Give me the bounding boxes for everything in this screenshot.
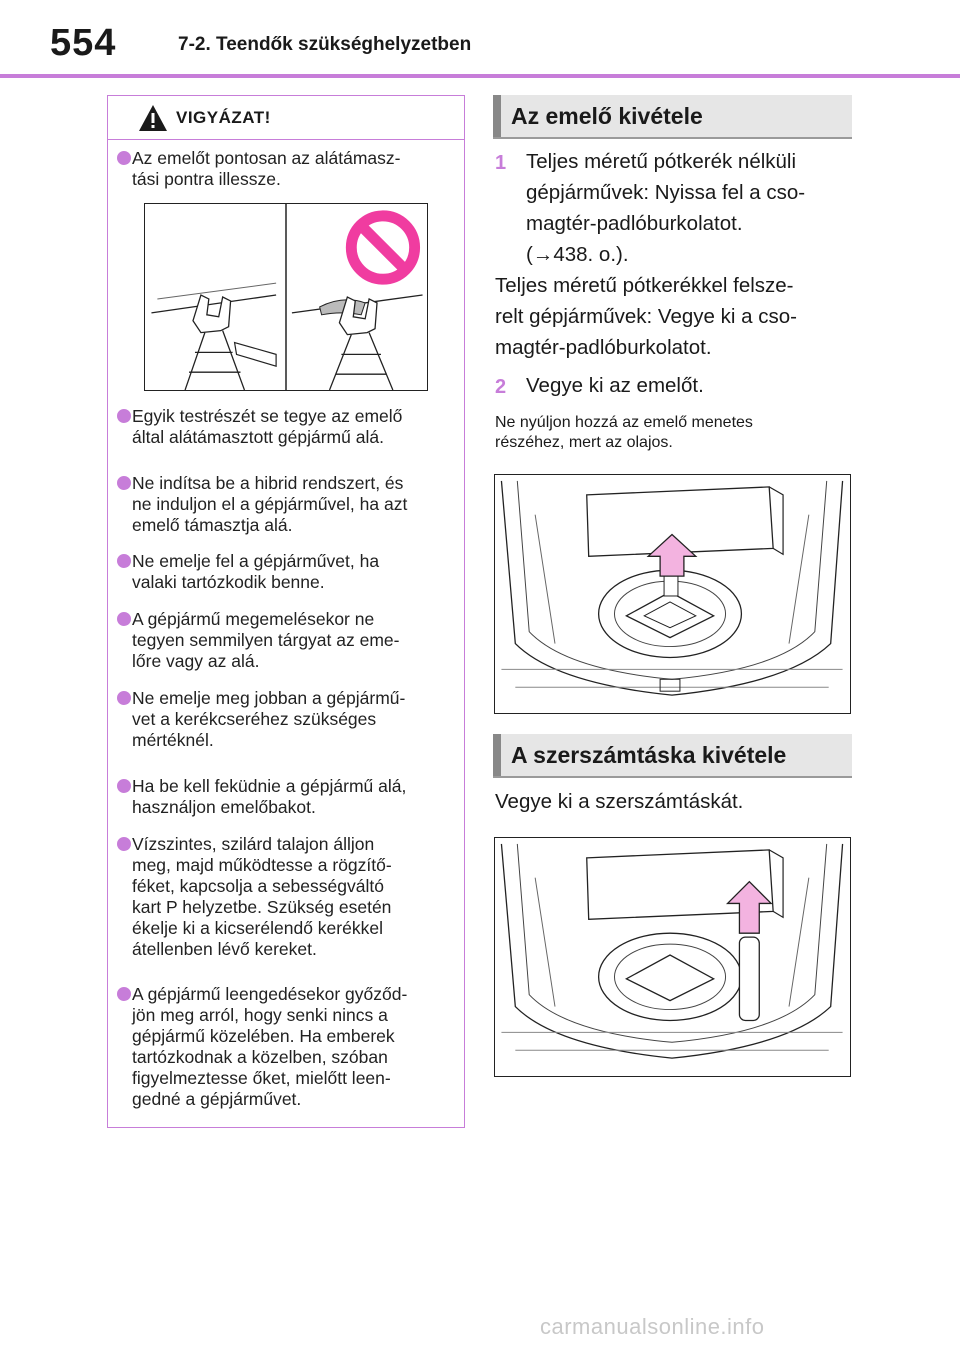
- bullet-dot: [117, 987, 131, 1001]
- caution-bullet-text: Egyik testrészét se tegye az emelő által…: [132, 406, 403, 447]
- caution-box: VIGYÁZAT! Az emelőt pontosan az alátámas…: [107, 95, 465, 1128]
- caution-bullet-text: Ne emelje meg jobban a gépjármű- vet a k…: [132, 688, 406, 750]
- jack-section-heading-text: Az emelő kivétele: [511, 103, 703, 129]
- step-1-text: Teljes méretű pótkerék nélküli gépjárműv…: [526, 150, 806, 266]
- caution-bullet-text: Ne indítsa be a hibrid rendszert, és ne …: [132, 473, 408, 535]
- caution-bullet-text: Ne emelje fel a gépjárművet, ha valaki t…: [132, 551, 380, 592]
- caution-bullet-text: Az emelőt pontosan az alátámasz- tási po…: [132, 148, 401, 189]
- section-title: 7-2. Teendők szükséghelyzetben: [178, 34, 472, 55]
- caution-bullet-text: Ha be kell feküdnie a gépjármű alá, hasz…: [132, 776, 407, 817]
- jack-section-heading: Az emelő kivétele: [493, 95, 852, 139]
- caution-bullet-text: A gépjármű leengedésekor győződ- jön meg…: [132, 984, 408, 1109]
- bullet-dot: [117, 554, 131, 568]
- page-number: 554: [50, 22, 117, 64]
- bullet-dot: [117, 837, 131, 851]
- warning-triangle-icon: [139, 105, 167, 131]
- bullet-dot: [117, 476, 131, 490]
- jack-note: Ne nyúljon hozzá az emelő menetes részéh…: [495, 414, 753, 451]
- jack-placement-illustration: [144, 203, 428, 391]
- heading-bar: [493, 734, 501, 776]
- bullet-dot: [117, 151, 131, 165]
- bullet-dot: [117, 409, 131, 423]
- bullet-dot: [117, 612, 131, 626]
- step-1-number: 1: [495, 152, 507, 174]
- page-header: 554 7-2. Teendők szükséghelyzetben: [0, 0, 960, 80]
- heading-bar: [493, 95, 501, 137]
- caution-title: VIGYÁZAT!: [176, 108, 271, 127]
- step-2-text: Vegye ki az emelőt.: [526, 374, 704, 397]
- trunk-toolbag-illustration: [494, 837, 851, 1077]
- step-2-number: 2: [495, 376, 507, 398]
- bullet-dot: [117, 779, 131, 793]
- bullet-dot: [117, 691, 131, 705]
- jack-paragraph: Teljes méretű pótkerékkel felsze- relt g…: [495, 274, 797, 359]
- caution-bullet-text: A gépjármű megemelésekor ne tegyen semmi…: [132, 609, 400, 671]
- watermark: carmanualsonline.info: [540, 1314, 765, 1339]
- caution-header: VIGYÁZAT!: [108, 96, 464, 140]
- caution-bullet-text: Vízszintes, szilárd talajon álljon meg, …: [132, 834, 392, 959]
- trunk-jack-illustration: [494, 474, 851, 714]
- toolbag-text: Vegye ki a szerszámtáskát.: [495, 790, 744, 813]
- header-rule: [0, 74, 960, 78]
- toolbag-section-heading-text: A szerszámtáska kivétele: [511, 742, 787, 768]
- toolbag-section-heading: A szerszámtáska kivétele: [493, 734, 852, 778]
